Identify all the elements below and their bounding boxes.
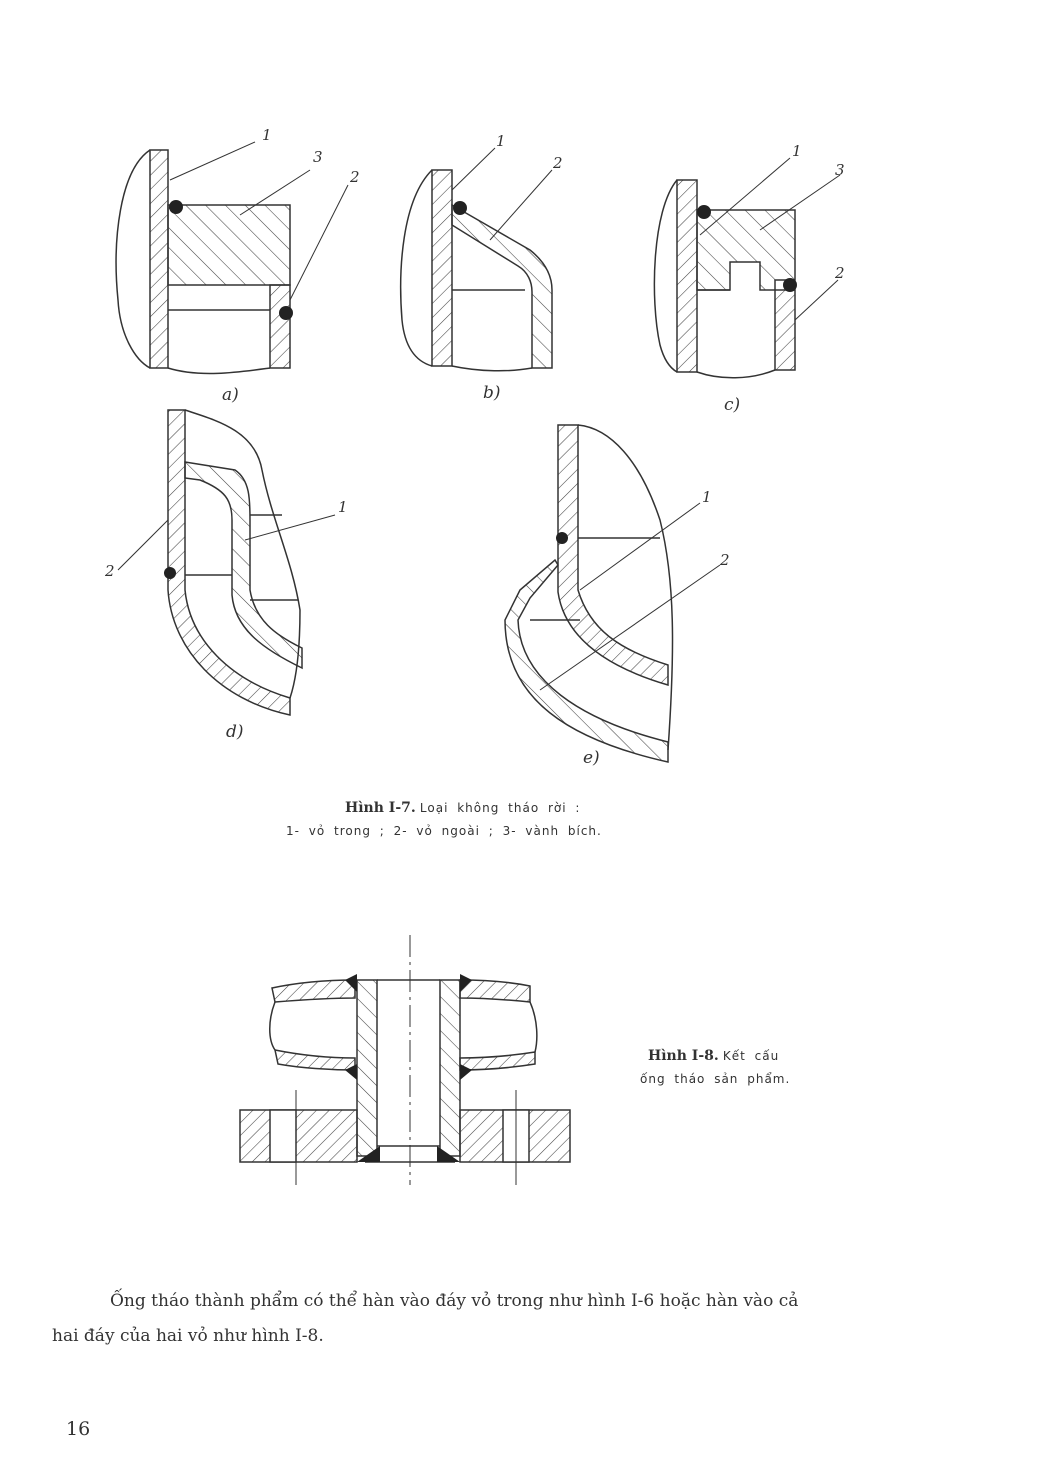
figure-1-7-drawings: 1 3 2 1 2 1 [0, 0, 1061, 800]
callout-a-3: 3 [313, 148, 323, 166]
body-paragraph: Ống tháo thành phẩm có thể hàn vào đáy v… [52, 1284, 942, 1354]
figure-1-8-caption-line2: ống tháo sản phẩm. [640, 1072, 790, 1087]
sub-label-e: e) [583, 748, 600, 768]
figure-1-8-caption: Hình I-8. Kết cấu [648, 1048, 779, 1064]
fig-e [505, 425, 720, 762]
fig-c [654, 158, 840, 378]
sub-label-d: d) [226, 722, 244, 742]
callout-a-2: 2 [349, 168, 360, 186]
body-line-1: Ống tháo thành phẩm có thể hàn vào đáy v… [52, 1284, 942, 1319]
caption-title: Hình I-7. [345, 800, 416, 816]
fig-a [116, 142, 348, 373]
sub-label-b: b) [483, 383, 501, 403]
figure-1-7-caption: Hình I-7. Loại không tháo rời : [345, 800, 580, 816]
caption-1-8-title: Hình I-8. [648, 1048, 719, 1064]
callout-c-3: 3 [835, 161, 845, 179]
figure-1-7-caption-legend: 1- vỏ trong ; 2- vỏ ngoài ; 3- vành bích… [286, 824, 602, 839]
body-line-2: hai đáy của hai vỏ như hình I-8. [52, 1319, 942, 1354]
callout-b-1: 1 [496, 132, 506, 150]
caption-line-1: Loại không tháo rời : [420, 801, 581, 815]
figure-1-8-drawing [0, 930, 1061, 1230]
page-number: 16 [66, 1418, 90, 1440]
fig-d [118, 410, 335, 715]
sub-label-c: c) [724, 395, 740, 415]
callout-d-1: 1 [338, 498, 348, 516]
caption-1-8-line-2: ống tháo sản phẩm. [640, 1072, 790, 1086]
callout-d-2: 2 [104, 562, 115, 580]
callout-c-1: 1 [792, 142, 802, 160]
caption-1-8-line-1: Kết cấu [723, 1049, 779, 1063]
callout-b-2: 2 [552, 154, 563, 172]
callout-a-1: 1 [262, 126, 272, 144]
sub-label-a: a) [222, 385, 239, 405]
callout-e-2: 2 [719, 551, 730, 569]
callout-c-2: 2 [834, 264, 845, 282]
callout-e-1: 1 [702, 488, 712, 506]
fig-b [401, 148, 552, 371]
caption-line-2: 1- vỏ trong ; 2- vỏ ngoài ; 3- vành bích… [286, 824, 602, 838]
